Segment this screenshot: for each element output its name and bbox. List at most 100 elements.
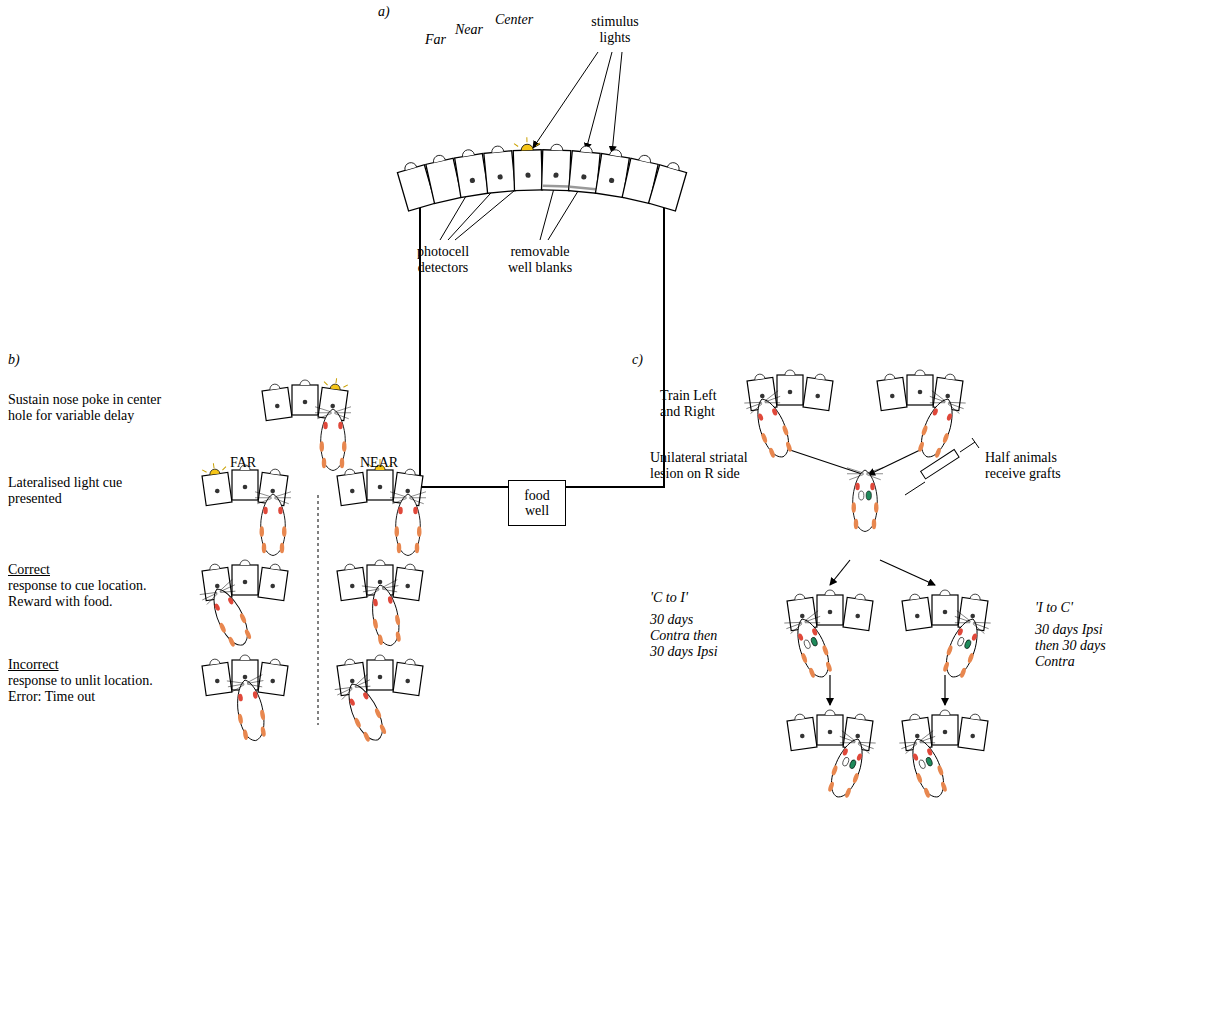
lesion	[849, 759, 857, 769]
stimulus-light	[375, 560, 385, 565]
step-text: response to cue location. Reward with fo…	[8, 578, 168, 610]
well-box	[337, 472, 367, 505]
well-box	[817, 595, 843, 625]
stimulus-light	[785, 370, 795, 375]
striatum	[803, 639, 811, 649]
panel-letter: a)	[378, 4, 390, 20]
photocell	[609, 178, 615, 184]
well-box	[803, 377, 833, 410]
step-text: Half animals receive grafts	[985, 450, 1085, 482]
photocell	[270, 583, 275, 588]
photocell	[828, 730, 833, 735]
well	[932, 590, 958, 625]
photocell	[970, 613, 975, 618]
well	[907, 370, 933, 405]
photocell	[243, 675, 248, 680]
photocell	[270, 488, 275, 493]
well-box	[902, 597, 932, 630]
well-box	[367, 660, 393, 690]
rat-figure	[335, 674, 395, 747]
group-name: 30 days Contra then 30 days Ipsi	[650, 612, 730, 660]
well-box	[292, 385, 318, 415]
photocell	[378, 675, 383, 680]
stimulus-light	[855, 593, 866, 599]
stimulus-light	[270, 563, 281, 569]
well	[843, 592, 874, 630]
callout: removable well blanks	[500, 244, 580, 276]
well-box	[958, 717, 988, 750]
stimulus-light	[940, 710, 950, 715]
well	[569, 145, 601, 193]
stimulus-light	[344, 563, 355, 569]
photocell	[303, 400, 308, 405]
well-box	[777, 375, 803, 405]
stimulus-light	[270, 658, 281, 664]
well	[777, 370, 803, 405]
photocell	[800, 613, 805, 618]
well	[393, 657, 424, 695]
rat	[744, 391, 800, 463]
well	[201, 461, 232, 505]
panel-letter: b)	[8, 352, 20, 368]
photocell	[828, 610, 833, 615]
photocell	[915, 733, 920, 738]
photocell	[378, 580, 383, 585]
well-box	[843, 597, 873, 630]
rat	[935, 611, 991, 683]
well	[367, 655, 393, 690]
photocell	[378, 485, 383, 490]
column-head: FAR	[230, 455, 256, 471]
panel-letter: c)	[632, 352, 643, 368]
stimulus-light	[403, 161, 416, 170]
task-scene	[744, 370, 833, 463]
rat	[820, 731, 876, 803]
callout: photocell detectors	[398, 244, 488, 276]
rat-figure	[899, 731, 955, 803]
rat-figure	[200, 579, 260, 652]
rat	[315, 407, 351, 471]
photocell	[270, 678, 275, 683]
well-name: Center	[495, 12, 533, 28]
well-box	[393, 567, 423, 600]
well-box	[817, 715, 843, 745]
rat-figure	[910, 391, 966, 463]
well-blank	[570, 187, 596, 189]
stimulus-light	[815, 373, 826, 379]
task-scene	[336, 560, 423, 649]
stimulus-light	[825, 710, 835, 715]
well-box	[932, 715, 958, 745]
stimulus-light	[269, 383, 280, 389]
lesion	[866, 491, 871, 500]
photocell	[497, 174, 503, 180]
well-box	[877, 377, 907, 410]
stimulus-light	[970, 713, 981, 719]
stimulus-light	[491, 146, 504, 153]
striatum	[918, 759, 926, 769]
rat	[899, 731, 955, 803]
stimulus-light	[551, 144, 563, 150]
well-box	[455, 154, 489, 198]
well-box	[484, 151, 516, 193]
task-scene	[901, 590, 990, 683]
stimulus-light	[300, 380, 310, 385]
photocell	[330, 403, 335, 408]
photocell	[943, 730, 948, 735]
well-box	[262, 387, 292, 420]
group-name: 'I to C'	[1035, 600, 1073, 616]
well-box	[258, 567, 288, 600]
well-box	[907, 375, 933, 405]
well	[232, 560, 258, 595]
stimulus-light	[884, 373, 895, 379]
well	[336, 467, 367, 505]
stimulus-light	[405, 563, 416, 569]
stimulus-light	[794, 593, 805, 599]
well-name: Far	[425, 32, 446, 48]
photocell	[215, 488, 220, 493]
well-box	[393, 662, 423, 695]
rat-figure	[784, 611, 840, 683]
photocell	[815, 393, 820, 398]
rat-figure	[390, 492, 426, 556]
photocell	[405, 583, 410, 588]
photocell	[215, 583, 220, 588]
